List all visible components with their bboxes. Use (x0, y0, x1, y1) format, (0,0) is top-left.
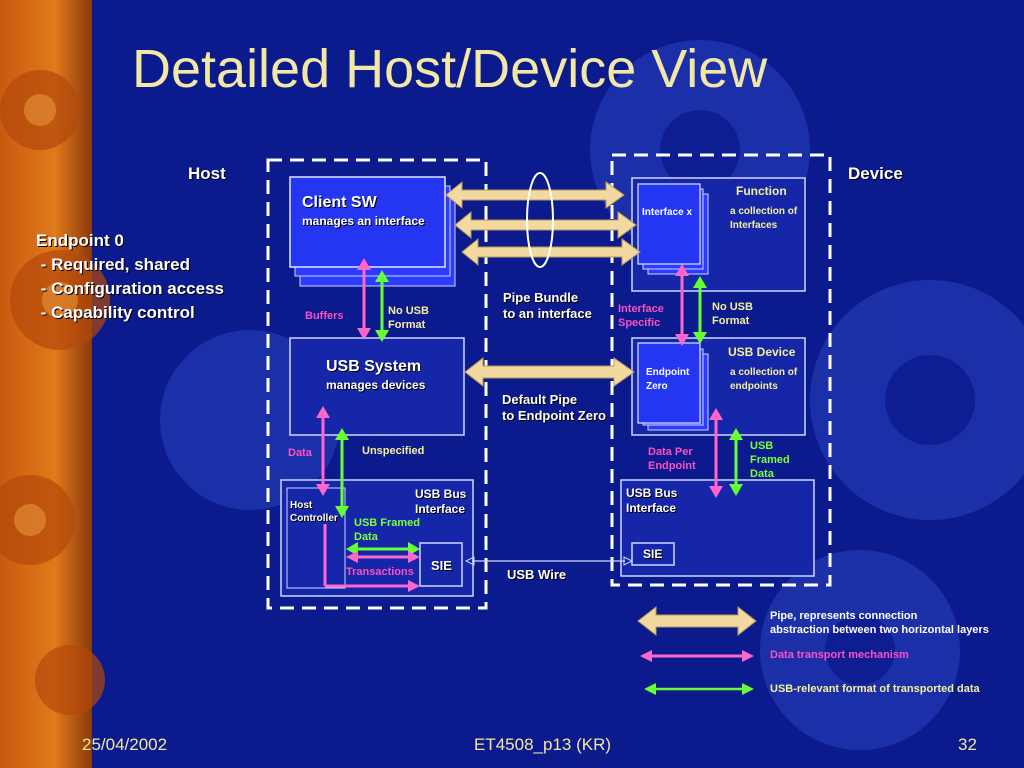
client-sw-subtitle: manages an interface (302, 214, 425, 228)
endpoint-zero-line: Endpoint (646, 367, 690, 378)
interface-specific-label: Interface Specific (618, 302, 664, 330)
legend-data-arrow (640, 650, 754, 662)
specific-line: Specific (618, 317, 661, 329)
collection-line: Interfaces (730, 220, 778, 231)
legend-data-label: Data transport mechanism (770, 649, 909, 661)
slide-title: Detailed Host/Device View (132, 39, 768, 99)
specific-line: Interface (618, 303, 664, 315)
endpoint-zero-box (637, 342, 701, 424)
buffers-label: Buffers (305, 310, 344, 322)
host-sie-box (419, 542, 463, 587)
format-line: Format (712, 315, 750, 327)
usb-system-title: USB System (326, 358, 422, 375)
controller-line: Host (290, 500, 313, 511)
footer-course: ET4508_p13 (KR) (474, 735, 612, 754)
endpoint-line: Endpoint 0 (36, 231, 124, 250)
default-pipe-line: Default Pipe (502, 392, 578, 407)
data-label: Data (288, 447, 312, 459)
legend-format-label: USB-relevant format of transported data (770, 683, 980, 695)
client-sw-title: Client SW (302, 194, 377, 211)
framed-line: Framed (750, 454, 790, 466)
framed-line: USB Framed (354, 517, 421, 529)
usb-system-box (289, 337, 465, 436)
unspecified-label: Unspecified (362, 445, 425, 457)
endpoint-zero-notes: Endpoint 0 - Required, shared - Configur… (36, 229, 224, 325)
framed-line: Data (750, 468, 774, 480)
legend-pipe-label: Pipe, represents connection abstraction … (770, 609, 989, 637)
usb-device-label: USB Device (728, 345, 796, 359)
device-bus-interface-label: USB Bus Interface (626, 486, 677, 516)
usb-wire-label: USB Wire (507, 567, 567, 582)
endpoint-zero-label: Endpoint Zero (646, 366, 689, 394)
device-sie-label: SIE (643, 547, 663, 561)
pipe-bundle-label: Pipe Bundle to an interface (503, 290, 592, 322)
collection-of-interfaces: a collection of Interfaces (730, 205, 797, 233)
device-sie-box (631, 542, 675, 566)
default-pipe-line: to Endpoint Zero (502, 408, 606, 423)
host-bus-interface-label: USB Bus Interface (415, 487, 466, 517)
data-per-endpoint-label: Data Per Endpoint (648, 445, 696, 473)
legend-pipe-line: Pipe, represents connection (770, 610, 918, 622)
host-controller-box (286, 487, 346, 589)
pipe-bundle-ellipse (526, 172, 554, 268)
device-usb-framed-data: USB Framed Data (750, 439, 790, 481)
host-data-arrows (316, 258, 420, 592)
usb-wire (464, 556, 634, 566)
format-line: Format (388, 319, 426, 331)
format-line: No USB (388, 305, 429, 317)
host-no-usb-format: No USB Format (388, 304, 429, 332)
pipe-bundle-line: Pipe Bundle (503, 290, 579, 305)
controller-line: Controller (290, 513, 338, 524)
framed-line: Data (354, 531, 378, 543)
endpoint-zero-line: Zero (646, 381, 668, 392)
footer-page-number: 32 (958, 735, 977, 754)
host-enclosure (266, 158, 488, 610)
endpoint-line: - Configuration access (36, 279, 224, 298)
endpoint-line: - Capability control (36, 303, 195, 322)
footer-date: 25/04/2002 (82, 735, 168, 754)
interface-x-box (637, 183, 701, 265)
function-label: Function (736, 184, 787, 198)
usb-system-subtitle: manages devices (326, 378, 426, 392)
transactions-label: Transactions (346, 566, 414, 578)
endpoint-line: - Required, shared (36, 255, 190, 274)
bus-line: USB Bus (415, 487, 467, 501)
device-no-usb-format: No USB Format (712, 300, 753, 328)
host-controller-label: Host Controller (290, 499, 338, 525)
device-heading: Device (848, 164, 903, 183)
collection-line: endpoints (730, 381, 778, 392)
pipe-bundle-line: to an interface (503, 306, 592, 321)
default-pipe-arrow (464, 356, 635, 388)
legend-format-arrow (644, 683, 754, 695)
data-per-line: Data Per (648, 446, 693, 458)
bus-line: Interface (626, 501, 677, 515)
interface-x-label: Interface x (642, 207, 693, 218)
device-data-arrows (675, 264, 743, 498)
default-pipe-label: Default Pipe to Endpoint Zero (502, 392, 606, 424)
collection-line: a collection of (730, 206, 798, 217)
pipe-bundle-arrows (445, 180, 641, 267)
data-per-line: Endpoint (648, 460, 696, 472)
bus-line: USB Bus (626, 486, 678, 500)
legend-pipe-line: abstraction between two horizontal layer… (770, 624, 989, 636)
collection-line: a collection of (730, 367, 798, 378)
legend-pipe-arrow (637, 605, 757, 637)
host-heading: Host (188, 164, 226, 183)
host-sie-label: SIE (431, 558, 452, 573)
host-usb-framed-data: USB Framed Data (354, 516, 420, 544)
framed-line: USB (750, 440, 774, 452)
collection-of-endpoints: a collection of endpoints (730, 366, 797, 394)
format-line: No USB (712, 301, 753, 313)
bus-line: Interface (415, 502, 466, 516)
